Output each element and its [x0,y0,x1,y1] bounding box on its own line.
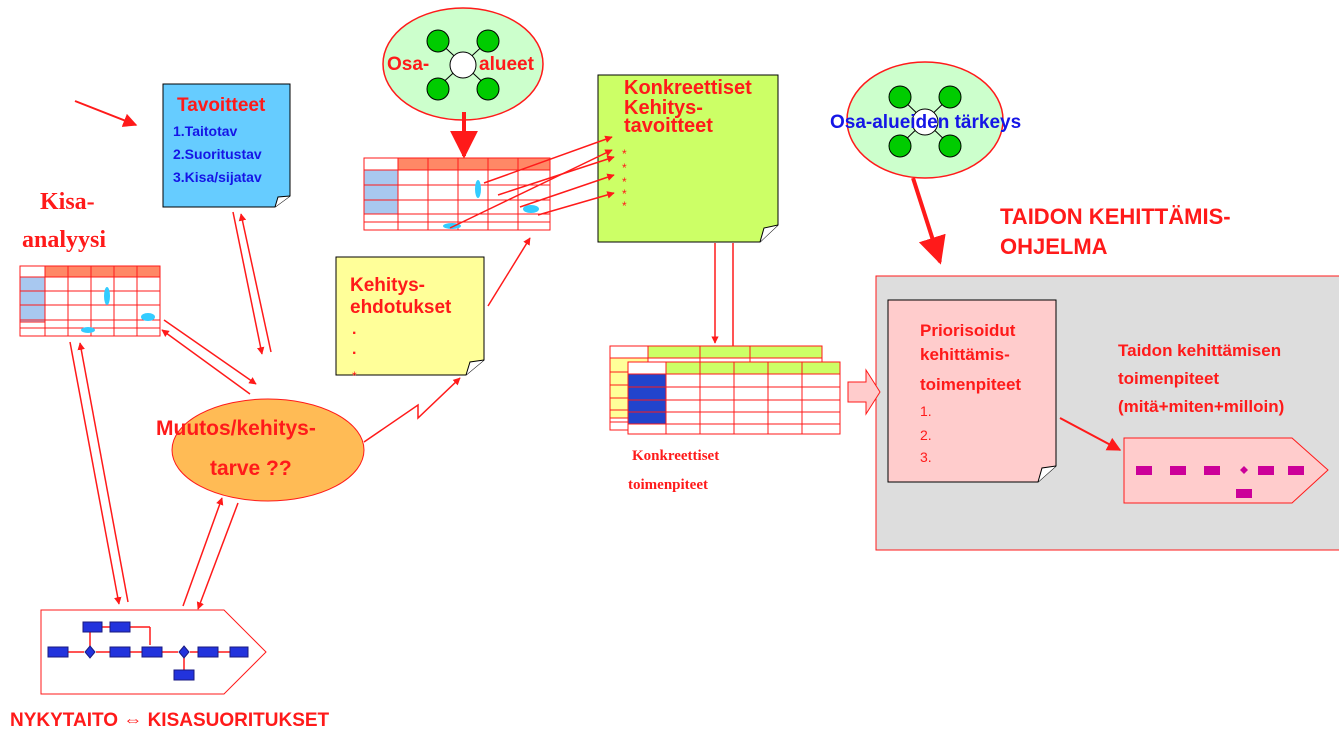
proposals-title-1: Kehitys- [350,275,425,296]
change-skill-double-arrow [182,497,239,610]
program-title-2: OHJELMA [1000,234,1108,259]
concrete-goals-bullet: * [622,147,627,161]
proposals-bullet: . [352,321,357,338]
concrete-goals-bullet: * [622,199,627,213]
goals-item-2: 2.Suoritustav [173,146,262,162]
prioritized-item: 3. [920,449,932,465]
change-to-proposals-arrow [363,377,461,443]
goals-to-actions-arrows [711,243,737,364]
concrete-actions-tables [609,345,841,435]
proposals-to-table-arrow [487,237,531,307]
current-skill-process [40,609,267,695]
subareas-top-right-label: alueet [479,54,534,75]
prioritized-item: 1. [920,403,932,419]
plan-actions-line-3: (mitä+miten+milloin) [1118,397,1285,416]
change-need-line-2: tarve ?? [210,457,292,480]
goals-change-double-arrow [232,211,272,355]
prioritized-to-plan-arrow [1059,417,1122,451]
table-to-goals-arrows [449,135,615,229]
subareas-importance-label: Osa-alueiden tärkeys [830,112,1022,133]
development-plan-process [1123,437,1329,504]
goals-item-1: 1.Taitotav [173,123,238,139]
prioritized-item: 2. [920,427,932,443]
plan-actions-line-1: Taidon kehittämisen [1118,341,1282,360]
plan-actions-line-2: toimenpiteet [1118,369,1220,388]
current-skill-label: NYKYTAITO ⇔ KISASUORITUKSET [10,710,330,731]
goals-title: Tavoitteet [177,95,266,116]
subareas-top-left-label: Osa- [387,54,430,75]
proposals-bullet: . [352,341,357,358]
analysis-skill-double-arrow [69,341,129,605]
program-title-1: TAIDON KEHITTÄMIS- [1000,204,1231,229]
change-need-ellipse [171,398,365,502]
race-analysis-table [19,265,161,337]
race-analysis-label-2: analyysi [22,227,107,253]
concrete-goals-title-1: Konkreettiset [624,77,752,99]
concrete-goals-bullet: * [622,161,627,175]
proposals-bullet: * [352,369,357,383]
importance-to-program-arrow [911,177,946,265]
intro-arrow [74,100,138,127]
subareas-importance-ellipse [846,61,1004,179]
prioritized-title-3: toimenpiteet [920,375,1022,394]
goals-item-3: 3.Kisa/sijatav [173,169,262,185]
subareas-top-ellipse [382,7,544,121]
concrete-actions-label-2: toimenpiteet [628,477,708,493]
analysis-change-double-arrow [161,319,257,395]
prioritized-title-2: kehittämis- [920,345,1010,364]
concrete-actions-label-1: Konkreettiset [632,448,720,464]
change-need-line-1: Muutos/kehitys- [156,417,316,440]
concrete-goals-title-2: Kehitys- [624,97,703,119]
proposals-title-2: ehdotukset [350,297,452,318]
concrete-goals-bullet: * [622,187,627,201]
concrete-goals-title-3: tavoitteet [624,115,713,137]
actions-to-program-arrow [847,368,881,416]
prioritized-title-1: Priorisoidut [920,321,1016,340]
concrete-goals-bullet: * [622,175,627,189]
race-analysis-label-1: Kisa- [40,189,95,215]
